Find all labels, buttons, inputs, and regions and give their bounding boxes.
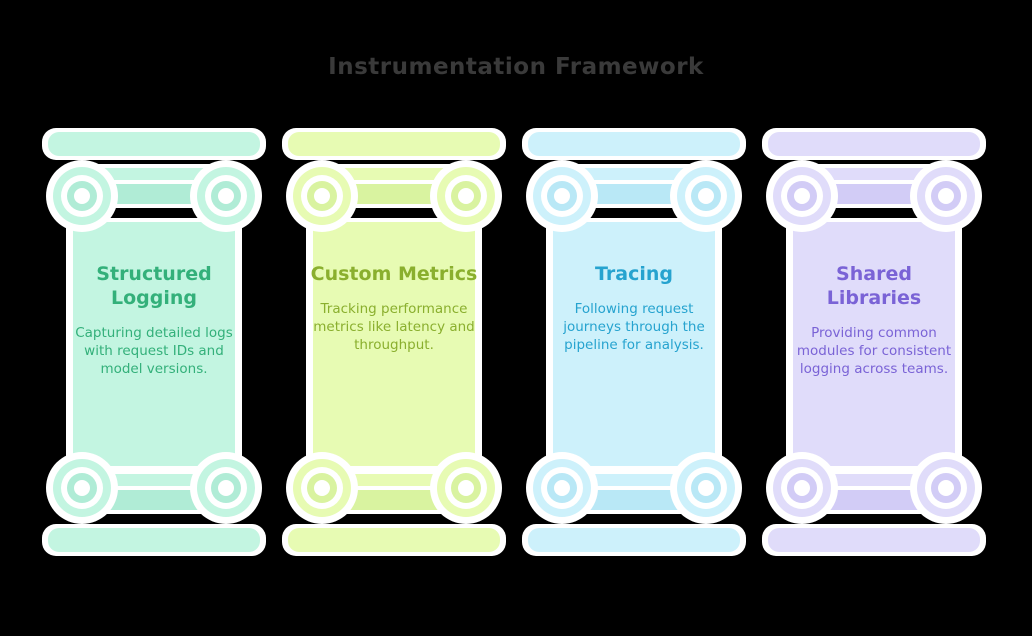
- pillar-base-band-upper: [104, 474, 204, 486]
- pillar-description: Following request journeys through the p…: [563, 301, 705, 353]
- pillar-shaft: [313, 222, 475, 466]
- pillar-top-capital-band-lower: [344, 184, 444, 204]
- pillar-base-right-scroll-center: [698, 480, 714, 496]
- pillar-top-capital-slab: [528, 132, 740, 156]
- pillar-top-capital-left-scroll-center: [794, 188, 810, 204]
- pillar-top-capital-slab: [48, 132, 260, 156]
- pillar-base-left-scroll-center: [794, 480, 810, 496]
- pillar-base-band-lower: [824, 490, 924, 510]
- pillar-base-left-scroll-center: [314, 480, 330, 496]
- pillar-base-band-lower: [344, 490, 444, 510]
- pillar-base-slab: [288, 528, 500, 552]
- pillar-frame: [522, 128, 746, 556]
- pillar-base-slab: [768, 528, 980, 552]
- pillar-top-capital-left-scroll-center: [314, 188, 330, 204]
- pillar-heading: Custom Metrics: [310, 263, 478, 285]
- pillar-top-capital-left-scroll-center: [554, 188, 570, 204]
- pillar-base-band-lower: [104, 490, 204, 510]
- pillar-base-band-upper: [344, 474, 444, 486]
- pillar-base-right-scroll-center: [218, 480, 234, 496]
- diagram-title: Instrumentation Framework: [328, 54, 704, 80]
- pillar-base-slab: [528, 528, 740, 552]
- pillar-top-capital-right-scroll-center: [218, 188, 234, 204]
- pillar-frame: [762, 128, 986, 556]
- pillar-top-capital-band-upper: [344, 168, 444, 180]
- pillar-base-band-lower: [584, 490, 684, 510]
- pillar-top-capital-right-scroll-center: [458, 188, 474, 204]
- pillar-top-capital-right-scroll-center: [698, 188, 714, 204]
- pillar-base-band-upper: [824, 474, 924, 486]
- pillar-heading: Shared Libraries: [826, 263, 922, 309]
- pillar-shaft: [73, 222, 235, 466]
- pillar-top-capital-band-lower: [584, 184, 684, 204]
- pillar-frame: [282, 128, 506, 556]
- pillar-heading: Tracing: [595, 263, 673, 285]
- pillar-content: Custom Metrics Tracking performance metr…: [308, 262, 480, 354]
- pillar-base-band-upper: [584, 474, 684, 486]
- pillar-shaft: [553, 222, 715, 466]
- pillar-base-left-scroll-center: [554, 480, 570, 496]
- pillar-base-right-scroll-center: [458, 480, 474, 496]
- pillar-description: Providing common modules for consistent …: [796, 325, 952, 377]
- pillar-shaft: [793, 222, 955, 466]
- pillar-base-slab: [48, 528, 260, 552]
- pillar-content: Structured Logging Capturing detailed lo…: [68, 262, 240, 378]
- pillar-top-capital-right-scroll-center: [938, 188, 954, 204]
- pillar-frame: [42, 128, 266, 556]
- pillar-custom-metrics: Custom Metrics Tracking performance metr…: [278, 0, 510, 636]
- pillar-description: Capturing detailed logs with request IDs…: [75, 325, 233, 377]
- pillar-top-capital-slab: [768, 132, 980, 156]
- pillar-content: Tracing Following request journeys throu…: [548, 262, 720, 354]
- pillar-heading: Structured Logging: [96, 263, 212, 309]
- pillar-top-capital-band-lower: [104, 184, 204, 204]
- pillar-shared-libraries: Shared Libraries Providing common module…: [758, 0, 990, 636]
- pillar-top-capital-band-upper: [824, 168, 924, 180]
- pillar-content: Shared Libraries Providing common module…: [788, 262, 960, 378]
- pillar-top-capital-left-scroll-center: [74, 188, 90, 204]
- pillar-top-capital-slab: [288, 132, 500, 156]
- pillar-top-capital-band-upper: [104, 168, 204, 180]
- pillar-structured-logging: Structured Logging Capturing detailed lo…: [38, 0, 270, 636]
- pillar-top-capital-band-lower: [824, 184, 924, 204]
- pillar-top-capital-band-upper: [584, 168, 684, 180]
- pillar-tracing: Tracing Following request journeys throu…: [518, 0, 750, 636]
- pillar-description: Tracking performance metrics like latenc…: [313, 301, 475, 353]
- pillar-base-left-scroll-center: [74, 480, 90, 496]
- pillar-base-right-scroll-center: [938, 480, 954, 496]
